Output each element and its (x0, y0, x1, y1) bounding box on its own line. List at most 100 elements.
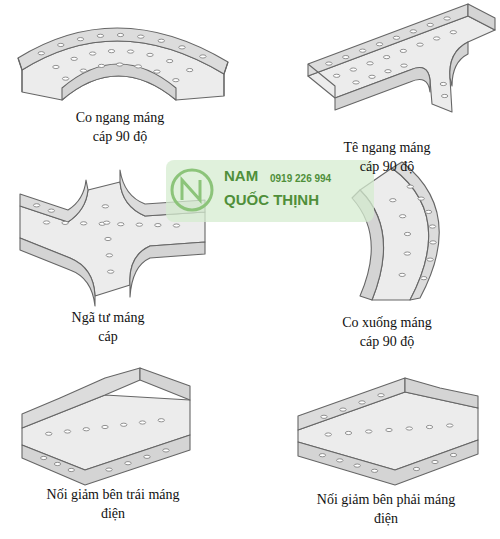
tray-slot (187, 68, 193, 71)
right-reducer (298, 378, 478, 485)
tray-slot (369, 75, 375, 78)
tray-slot (43, 221, 49, 224)
tray-slot (58, 43, 64, 46)
tray-slot (393, 36, 399, 39)
tray-slot (62, 221, 68, 224)
tray-slot (62, 77, 68, 80)
tray-slot (102, 205, 108, 208)
tray-slot (106, 254, 112, 257)
tray-slot (106, 468, 112, 471)
tray-slot (97, 34, 103, 37)
tray-slot (102, 425, 108, 428)
tray-slot (105, 237, 111, 240)
tray-slot (155, 224, 161, 227)
tray-slot (333, 74, 339, 77)
tray-slot (163, 449, 169, 452)
tray-slot (404, 252, 410, 255)
tray-slot (447, 424, 453, 427)
tray-slot (53, 65, 59, 68)
tray-slot (121, 423, 127, 426)
left-reducer (22, 368, 190, 485)
tray-slot (359, 49, 365, 52)
tray-slot (367, 62, 373, 65)
tray-slot (432, 460, 438, 463)
tray-slot (378, 394, 384, 397)
watermark-text: QUỐC THỊNH (224, 190, 319, 209)
tray-slot (98, 64, 104, 67)
tray-slot (321, 415, 327, 418)
tray-slot (427, 258, 433, 261)
tray-slot (386, 428, 392, 431)
tray-slot (421, 277, 427, 280)
fitting-caption: Ngã tư máng cáp (61, 308, 155, 346)
tray-slot (401, 64, 407, 67)
tray-slot (345, 431, 351, 434)
tray-slot (441, 94, 447, 97)
horizontal-elbow (18, 28, 228, 100)
tray-slot (340, 408, 346, 411)
tray-slot (350, 68, 356, 71)
tray-slot (77, 38, 83, 41)
tray-slot (68, 468, 74, 471)
watermark-text: NAM (224, 166, 258, 185)
tray-slot (359, 401, 365, 404)
tray-slot (413, 467, 419, 470)
tray-slot (118, 223, 124, 226)
tray-slot (343, 56, 349, 59)
tray-slot (139, 421, 145, 424)
tray-slot (173, 224, 179, 227)
tray-slot (173, 79, 179, 82)
tray-slot (407, 185, 413, 188)
tray-slot (158, 39, 164, 42)
tray-slot (337, 459, 343, 462)
tray-slot (89, 52, 95, 55)
fitting-caption: Nối giảm bên phải máng điện (316, 490, 456, 528)
tray-slot (444, 17, 450, 20)
tray-slot (418, 197, 424, 200)
tray-slot (158, 419, 164, 422)
tray-slot (179, 46, 185, 49)
tray-slot (371, 469, 377, 472)
horizontal-tee (308, 4, 495, 112)
tray-slot (48, 209, 54, 212)
tray-slot (383, 56, 389, 59)
tray-slot (410, 30, 416, 33)
tray-slot (33, 204, 39, 207)
tray-slot (154, 70, 160, 73)
tray-slot (167, 59, 173, 62)
tray-slot (366, 430, 372, 433)
tray-slot (138, 35, 144, 38)
tray-slot (144, 455, 150, 458)
tray-slot (117, 63, 123, 66)
fitting-caption: Tê ngang máng cáp 90 độ (335, 138, 439, 176)
fitting-caption: Co xuống máng cáp 90 độ (332, 313, 442, 351)
tray-slot (399, 215, 405, 218)
tray-slot (46, 432, 52, 435)
tray-slot (376, 43, 382, 46)
tray-slot (390, 199, 396, 202)
tray-slot (200, 55, 206, 58)
tray-slot (417, 43, 423, 46)
tray-slot (80, 222, 86, 225)
tray-slot (433, 37, 439, 40)
tray-slot (427, 23, 433, 26)
tray-slot (135, 65, 141, 68)
tray-slot (103, 221, 109, 224)
tray-slot (80, 69, 86, 72)
watermark-logo (166, 160, 374, 222)
tray-slot (117, 33, 123, 36)
tray-slot (450, 453, 456, 456)
tray-slot (54, 462, 60, 465)
tray-slot (425, 210, 431, 213)
tray-slot (440, 82, 446, 85)
tray-slot (107, 270, 113, 273)
tray-slot (136, 223, 142, 226)
tray-slot (406, 427, 412, 430)
fitting-caption: Co ngang máng cáp 90 độ (65, 108, 175, 146)
tray-slot (125, 462, 131, 465)
tray-slot (147, 53, 153, 56)
tray-slot (426, 425, 432, 428)
tray-slot (64, 430, 70, 433)
